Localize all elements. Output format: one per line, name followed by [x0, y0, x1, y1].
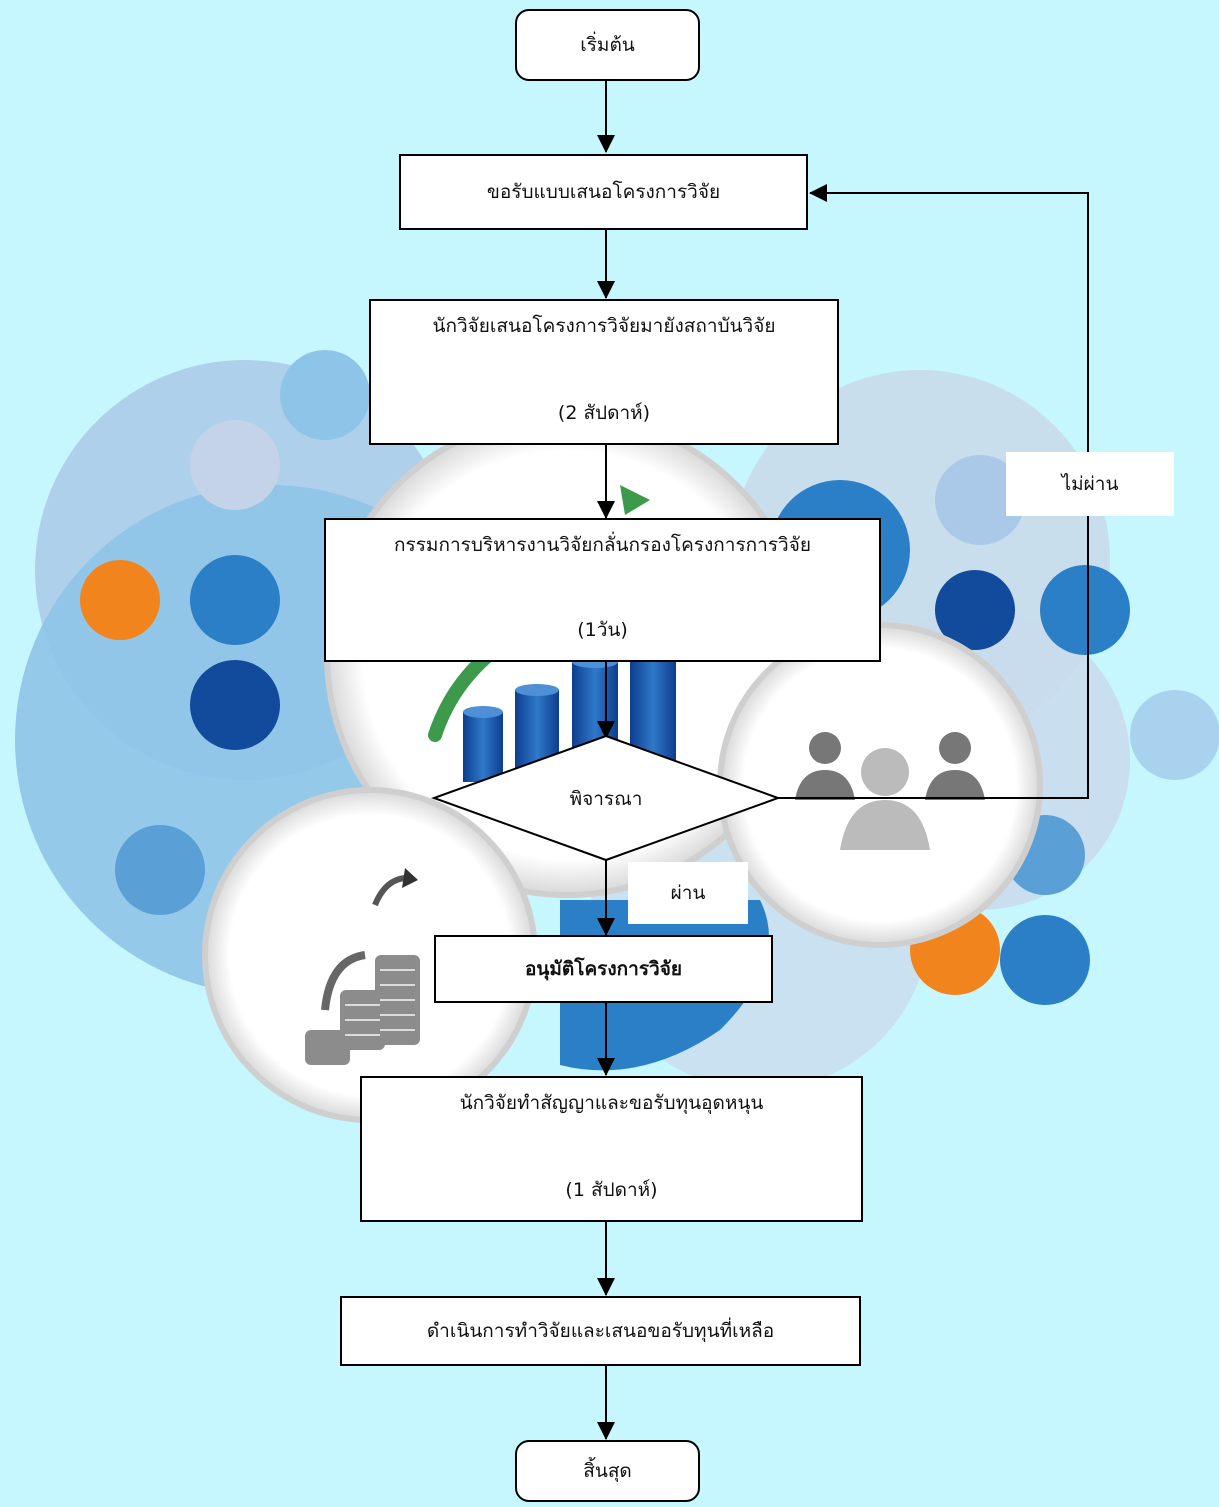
screening-duration: (1วัน)	[577, 619, 628, 642]
bg-dot	[1130, 690, 1219, 780]
bg-dot	[935, 570, 1015, 650]
bg-dot	[1040, 565, 1130, 655]
people-icon	[795, 732, 985, 850]
decision-label: พิจารณา	[569, 788, 643, 810]
start-node: เริ่มต้น	[515, 9, 700, 81]
approve-node: อนุมัติโครงการวิจัย	[434, 935, 773, 1003]
bg-dot	[1000, 915, 1090, 1005]
bg-dot	[80, 560, 160, 640]
pass-label: ผ่าน	[628, 862, 748, 924]
request-form-node: ขอรับแบบเสนอโครงการวิจัย	[399, 154, 808, 230]
bg-dot	[115, 825, 205, 915]
submit-proposal-node: นักวิจัยเสนอโครงการวิจัยมายังสถาบันวิจัย…	[369, 299, 839, 445]
submit-proposal-duration: (2 สัปดาห์)	[557, 402, 651, 425]
bg-dot	[280, 350, 370, 440]
screening-label: กรรมการบริหารงานวิจัยกลั่นกรองโครงการการ…	[394, 534, 811, 556]
end-label: สิ้นสุด	[583, 1459, 632, 1482]
conduct-label: ดำเนินการทำวิจัยและเสนอขอรับทุนที่เหลือ	[426, 1319, 775, 1342]
request-form-label: ขอรับแบบเสนอโครงการวิจัย	[486, 180, 721, 203]
bg-dot	[190, 555, 280, 645]
coins-icon	[305, 868, 420, 1065]
contract-label: นักวิจัยทำสัญญาและขอรับทุนอุดหนุน	[459, 1092, 764, 1114]
conduct-node: ดำเนินการทำวิจัยและเสนอขอรับทุนที่เหลือ	[340, 1296, 861, 1366]
decision-diamond	[431, 734, 781, 862]
contract-duration: (1 สัปดาห์)	[565, 1179, 658, 1202]
bg-dot	[190, 660, 280, 750]
submit-proposal-label: นักวิจัยเสนอโครงการวิจัยมายังสถาบันวิจัย	[432, 315, 776, 337]
end-node: สิ้นสุด	[515, 1440, 700, 1502]
start-label: เริ่มต้น	[580, 33, 635, 56]
bg-dot	[190, 420, 280, 510]
screening-node: กรรมการบริหารงานวิจัยกลั่นกรองโครงการการ…	[324, 518, 881, 662]
approve-label: อนุมัติโครงการวิจัย	[525, 957, 682, 980]
contract-node: นักวิจัยทำสัญญาและขอรับทุนอุดหนุน (1 สัป…	[360, 1076, 863, 1222]
fail-label: ไม่ผ่าน	[1006, 452, 1174, 516]
bg-dot	[935, 455, 1025, 545]
